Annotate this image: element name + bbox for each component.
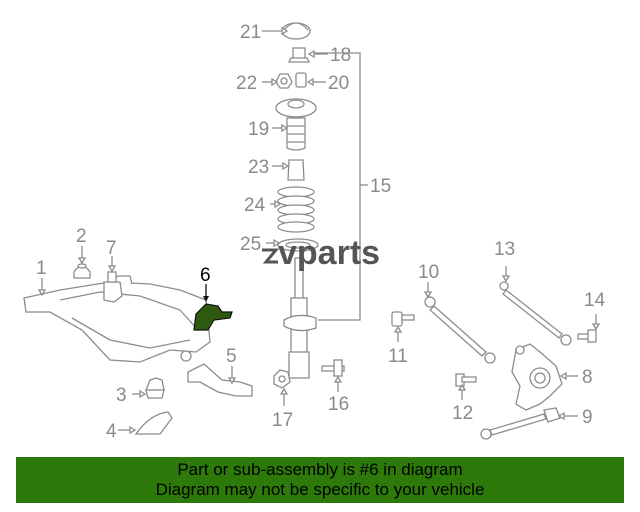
part-12-bolt (455, 373, 477, 387)
part-25-insulator (277, 238, 319, 252)
callout-16: 16 (328, 394, 349, 415)
callout-20: 20 (328, 73, 349, 94)
part-19-boot (286, 117, 306, 151)
watermark-text: vparts (278, 234, 380, 272)
callout-22: 22 (236, 73, 257, 94)
callout-19: 19 (248, 119, 269, 140)
part-7-bracket (103, 271, 123, 303)
callout-14: 14 (584, 290, 606, 311)
callout-23: 23 (248, 157, 269, 178)
callout-1: 1 (36, 258, 47, 279)
callout-21: 21 (240, 22, 261, 43)
part-5-bracket (187, 363, 253, 397)
callout-12: 12 (452, 403, 473, 424)
callout-24: 24 (244, 195, 266, 216)
part-2-mount (73, 263, 91, 279)
callout-3: 3 (116, 385, 127, 406)
part-14-bolt (577, 329, 597, 343)
callout-9: 9 (582, 407, 593, 428)
callout-2: 2 (76, 226, 87, 247)
part-8-knuckle (511, 343, 563, 411)
parts-diagram: 21 18 22 20 19 23 15 24 25 2 7 1 6 13 10… (23, 22, 606, 442)
vparts-watermark: vparts (262, 234, 380, 272)
part-11-bolt (391, 311, 415, 327)
callout-13: 13 (494, 239, 515, 260)
info-banner: Part or sub-assembly is #6 in diagram Di… (16, 457, 624, 503)
part-4-cover (134, 411, 173, 435)
callout-10: 10 (418, 262, 439, 283)
banner-line-2: Diagram may not be specific to your vehi… (155, 480, 485, 499)
part-3-bushing (145, 377, 165, 399)
callout-18: 18 (330, 45, 351, 66)
callout-6: 6 (200, 265, 211, 286)
part-1-subframe (23, 275, 211, 363)
callout-8: 8 (582, 367, 593, 388)
callout-25: 25 (240, 234, 261, 255)
callout-15: 15 (370, 176, 391, 197)
part-24-spring (277, 186, 315, 233)
callout-4: 4 (106, 421, 117, 442)
part-strut-body (283, 257, 317, 379)
part-21-cap (281, 22, 311, 40)
part-13-rod (499, 281, 572, 346)
callout-5: 5 (226, 346, 237, 367)
part-16-bolt (321, 359, 345, 377)
bracket-15 (314, 52, 361, 321)
callout-7: 7 (106, 238, 117, 259)
part-17-nut (273, 369, 291, 389)
part-23-bumper (287, 159, 305, 181)
part-20-washer (295, 72, 307, 88)
callout-17: 17 (272, 410, 293, 431)
part-6-highlighted (193, 303, 233, 331)
part-18-nut (287, 47, 311, 63)
part-upper-mount (275, 98, 317, 118)
callout-11: 11 (388, 346, 408, 367)
part-22-nut (275, 73, 293, 89)
part-9-arm (480, 407, 561, 440)
part-10-arm (424, 296, 496, 364)
banner-line-1: Part or sub-assembly is #6 in diagram (177, 460, 463, 479)
